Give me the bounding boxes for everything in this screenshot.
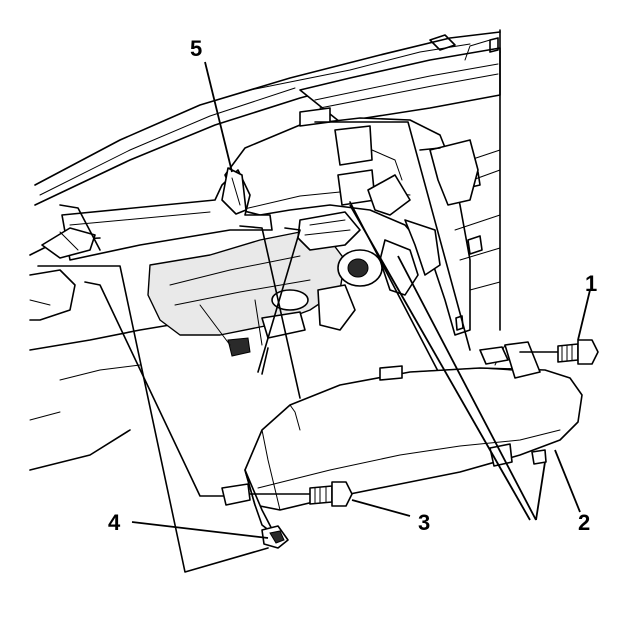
callout-leaders <box>131 61 591 539</box>
callout-2: 2 <box>578 510 590 535</box>
callout-5: 5 <box>190 36 202 61</box>
callout-1: 1 <box>585 271 597 296</box>
callout-3: 3 <box>418 510 430 535</box>
cluster-trim-bezel <box>221 341 583 549</box>
callout-4: 4 <box>108 510 121 535</box>
screw-1-icon <box>519 339 599 365</box>
callout-labels: 1 2 3 4 5 <box>108 36 597 535</box>
screw-3-icon <box>249 481 353 507</box>
dashboard-structure <box>29 29 501 471</box>
